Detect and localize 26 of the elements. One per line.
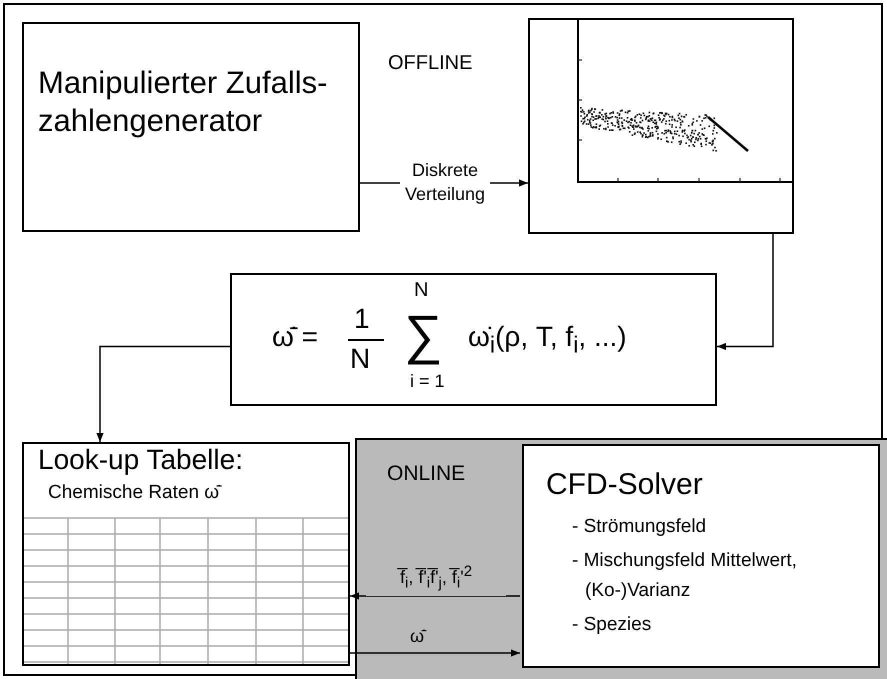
arrow — [350, 592, 520, 600]
online-region — [355, 438, 887, 679]
table-title: Look-up Tabelle: — [38, 444, 243, 476]
sum-upper-limit: N — [414, 279, 428, 302]
sum-lower-limit: i = 1 — [410, 371, 445, 392]
sum-symbol: ∑ — [404, 305, 442, 365]
arrow — [717, 234, 774, 350]
generator-box — [22, 22, 360, 232]
lookup-table — [22, 442, 350, 666]
formula-text: ω̇$_{i}$(ρ, T, f$_{i}$, ...) — [468, 321, 627, 359]
solver-box — [522, 444, 880, 668]
fraction-denominator: N — [350, 343, 370, 375]
formula-text: ω̇̄ = — [272, 321, 318, 353]
solver-item: - Mischungsfeld Mittelwert, (Ko-)Varianz — [572, 549, 798, 603]
solver-item: - Strömungsfeld — [572, 515, 708, 539]
region-heading: ONLINE — [387, 462, 466, 486]
arrow — [96, 346, 230, 442]
stage-label: OFFLINE — [388, 52, 472, 75]
arrow — [350, 649, 520, 657]
scatter-plot-box — [528, 18, 794, 234]
solver-title: CFD-Solver — [546, 468, 703, 502]
solver-item: - Spezies — [572, 613, 652, 637]
formula-box — [230, 273, 717, 406]
table-subtitle: Chemische Raten ω̇̄ — [48, 482, 220, 504]
generator-label: Manipulierter Zufalls-zahlengenerator — [38, 64, 328, 140]
fraction-numerator: 1 — [354, 303, 370, 335]
